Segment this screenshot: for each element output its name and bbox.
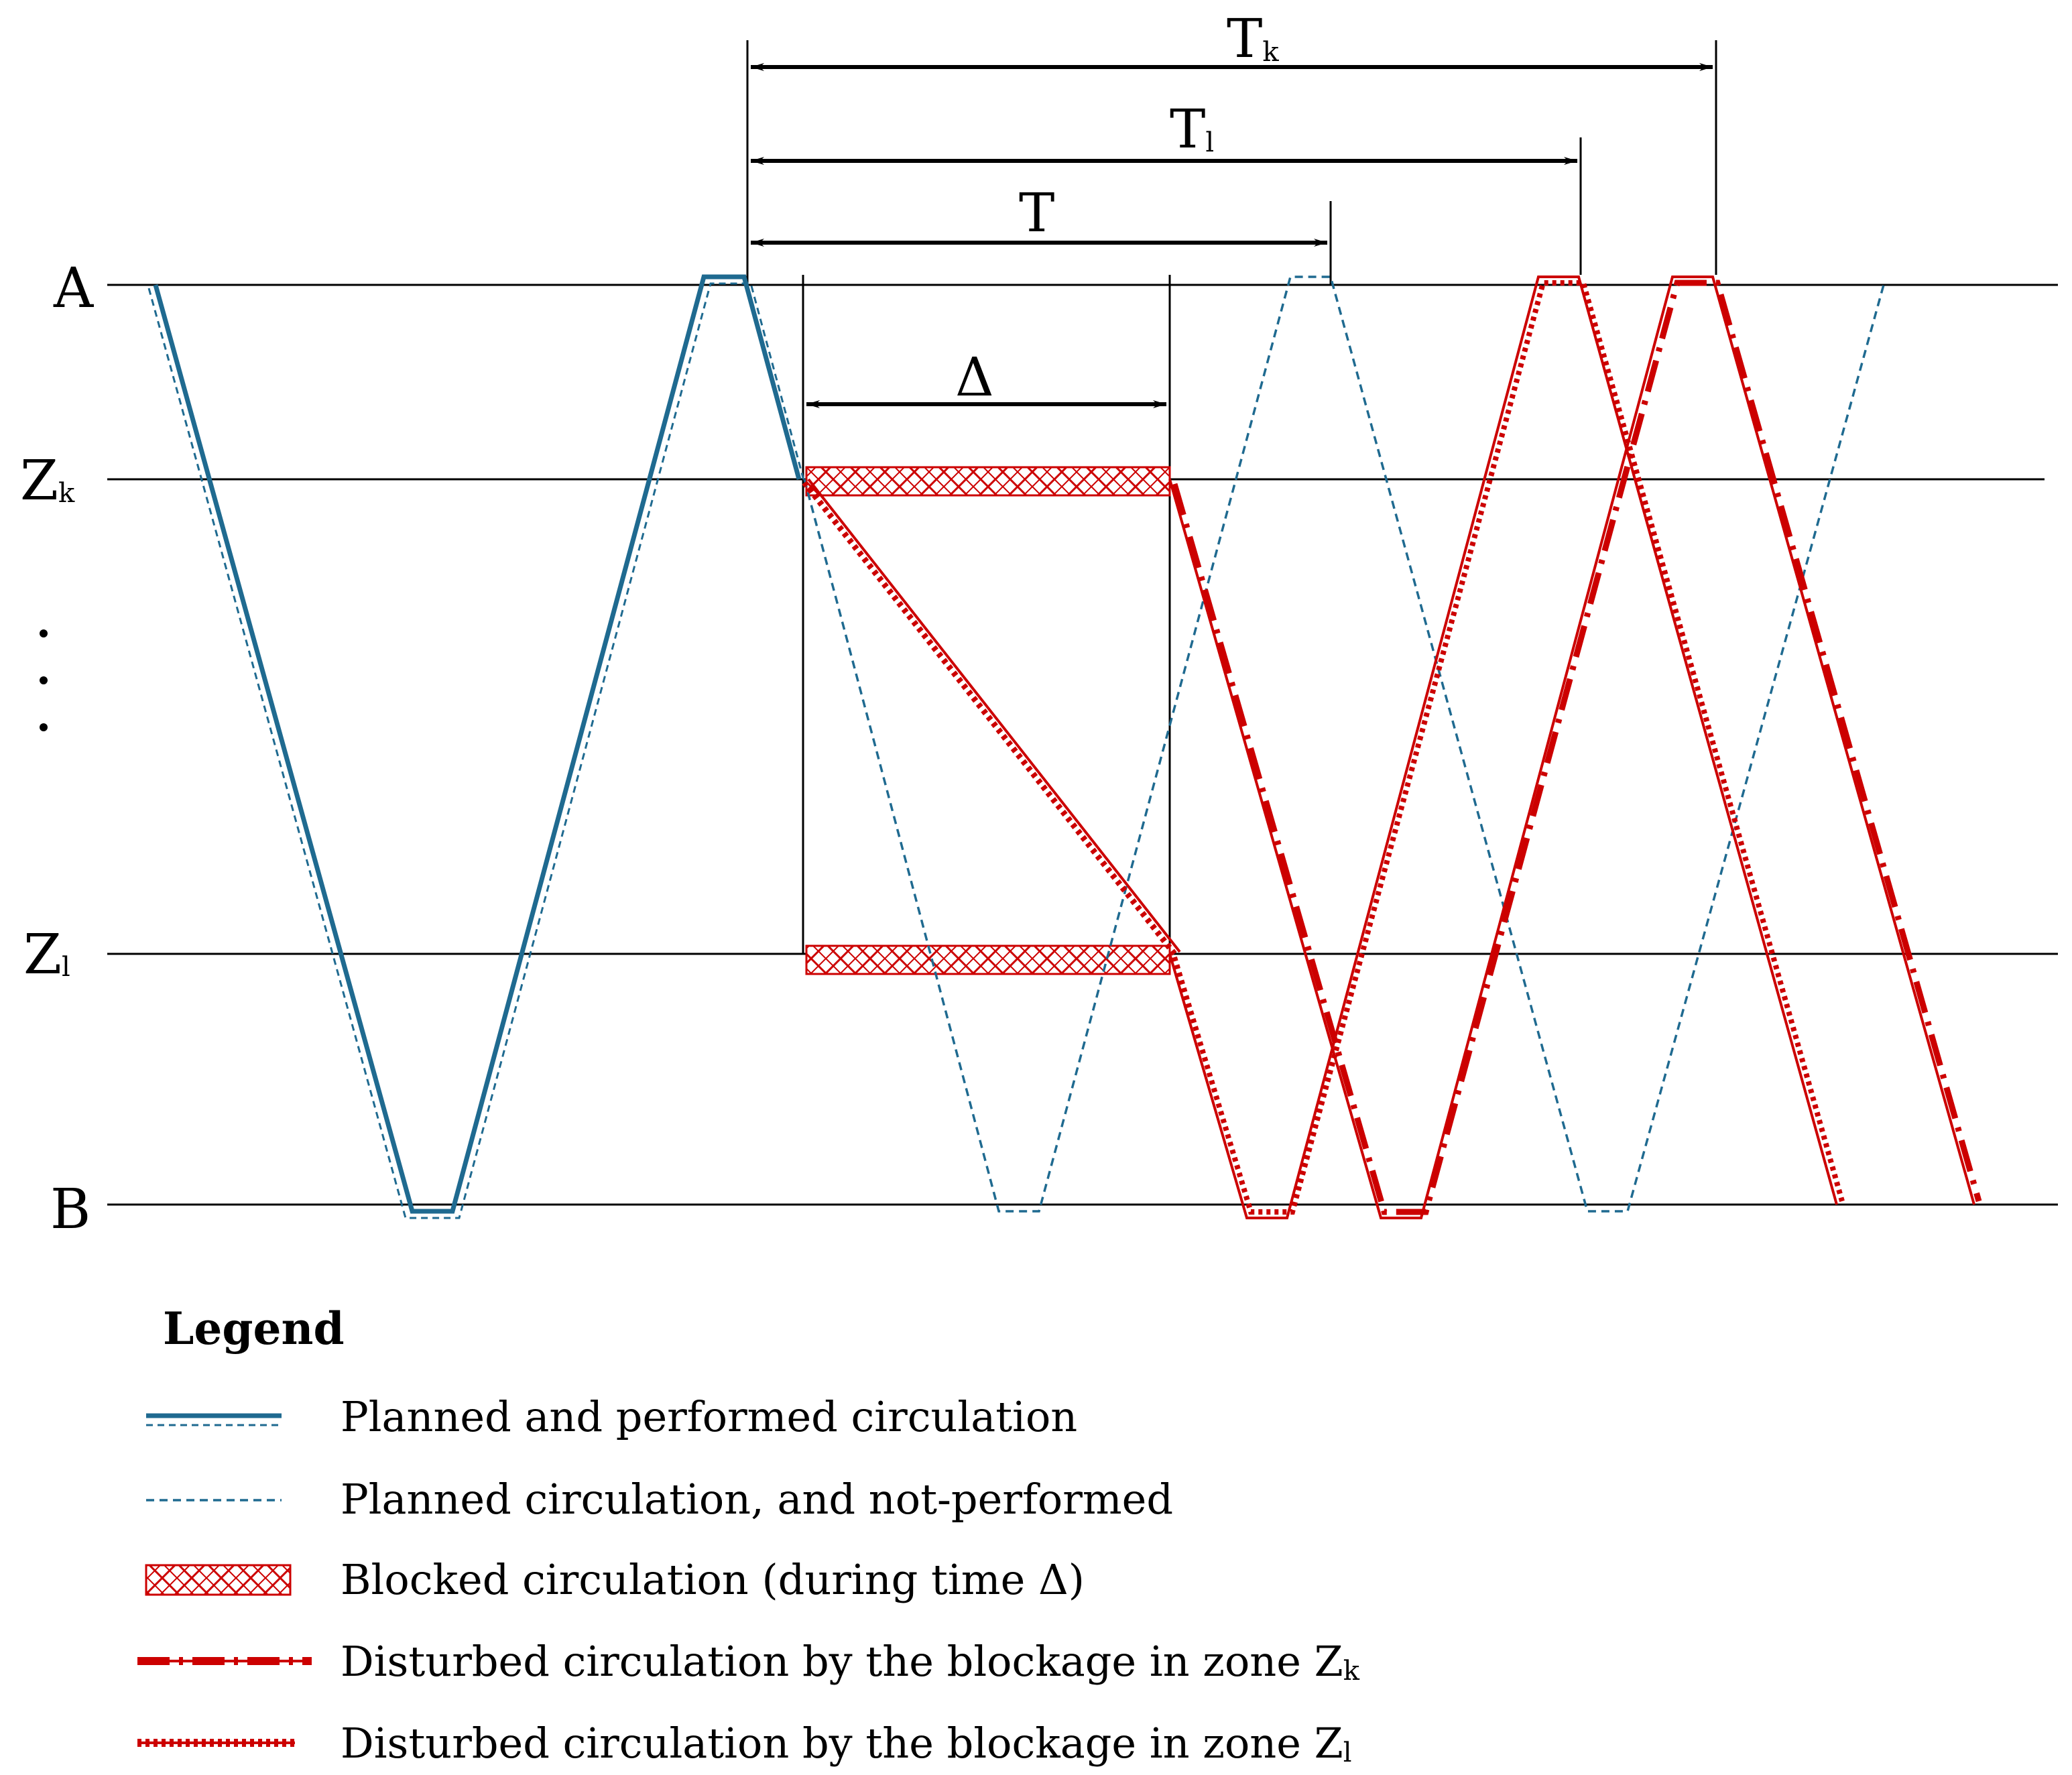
- legend-label-planned-performed: Planned and performed circulation: [341, 1392, 1077, 1441]
- level-label-b: B: [50, 1178, 90, 1241]
- ellipsis-dot: [40, 676, 48, 684]
- blocked-box-zk: [805, 466, 1171, 497]
- disturbed-circulation-zl: [802, 276, 1845, 1219]
- legend-swatch-blocked: [145, 1564, 292, 1596]
- dimension-label-delta: Δ: [955, 346, 994, 408]
- legend-label-disturbed-zl: Disturbed circulation by the blockage in…: [341, 1719, 1352, 1768]
- dimension-label-tk: Tk: [1227, 7, 1279, 70]
- legend-item-planned-not-performed: Planned circulation, and not-performed: [146, 1475, 1173, 1524]
- blocked-box-zl: [805, 944, 1171, 975]
- legend-title: Legend: [163, 1302, 345, 1355]
- legend-item-planned-performed: Planned and performed circulation: [146, 1392, 1077, 1441]
- legend-label-disturbed-zk: Disturbed circulation by the blockage in…: [341, 1637, 1360, 1687]
- ellipsis-dot: [40, 629, 48, 637]
- legend-label-planned-not-performed: Planned circulation, and not-performed: [341, 1475, 1173, 1524]
- legend-label-blocked: Blocked circulation (during time Δ): [341, 1555, 1085, 1604]
- level-label-zl: Zl: [23, 923, 70, 987]
- planned-not-performed-circulation: [803, 276, 1885, 1213]
- legend: Legend Planned and performed circulation…: [137, 1302, 1360, 1768]
- legend-item-disturbed-zk: Disturbed circulation by the blockage in…: [137, 1637, 1360, 1687]
- dimension-label-tl: Tl: [1170, 98, 1214, 160]
- disturbed-circulation-zk: [1168, 276, 1982, 1219]
- level-label-zk: Zk: [20, 449, 75, 513]
- dimension-label-t: T: [1019, 182, 1054, 244]
- legend-item-disturbed-zl: Disturbed circulation by the blockage in…: [137, 1719, 1352, 1768]
- planned-performed-circulation: [147, 274, 806, 1219]
- legend-item-blocked: Blocked circulation (during time Δ): [145, 1555, 1085, 1604]
- ellipsis-dot: [40, 723, 48, 731]
- level-label-a: A: [53, 257, 95, 320]
